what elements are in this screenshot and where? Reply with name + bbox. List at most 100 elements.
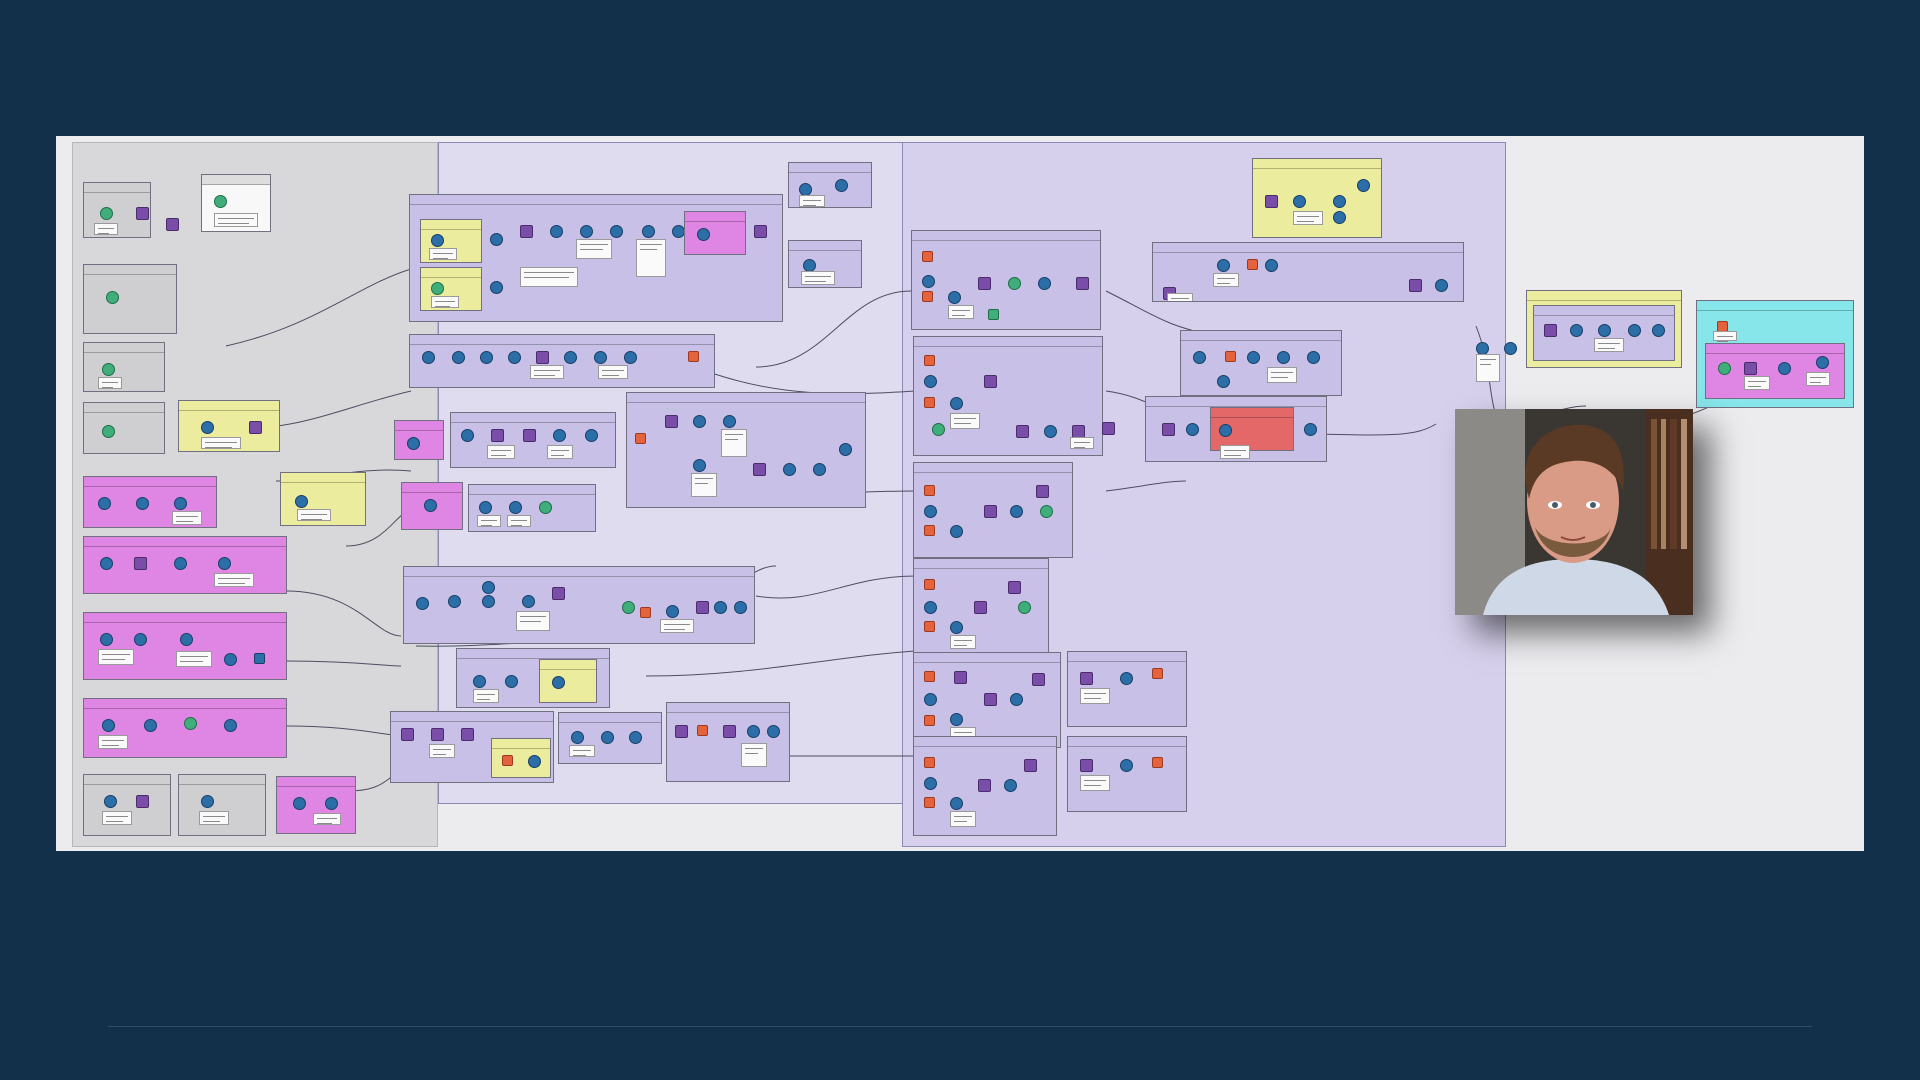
- container-lavender-14[interactable]: [1152, 242, 1464, 302]
- tool-icon[interactable]: [1032, 673, 1045, 686]
- tool-icon[interactable]: [98, 497, 111, 510]
- container-lavender-22[interactable]: [913, 736, 1057, 836]
- input-tool-icon[interactable]: [214, 195, 227, 208]
- tool-icon[interactable]: [461, 728, 474, 741]
- tool-icon[interactable]: [552, 676, 565, 689]
- tool-icon[interactable]: [950, 397, 963, 410]
- tool-icon[interactable]: [1217, 259, 1230, 272]
- tool-icon[interactable]: [479, 501, 492, 514]
- input-tool-icon[interactable]: [102, 363, 115, 376]
- container-lavender-20[interactable]: [913, 652, 1061, 748]
- container-yellow-nested-4[interactable]: [491, 738, 551, 778]
- tool-icon[interactable]: [295, 495, 308, 508]
- container-lavender-4[interactable]: [409, 334, 715, 388]
- tool-icon[interactable]: [675, 725, 688, 738]
- tool-icon[interactable]: [629, 731, 642, 744]
- tool-icon[interactable]: [1040, 505, 1053, 518]
- tool-icon[interactable]: [1018, 601, 1031, 614]
- tool-icon[interactable]: [1162, 423, 1175, 436]
- tool-icon[interactable]: [813, 463, 826, 476]
- error-tool-icon[interactable]: [640, 607, 651, 618]
- tool-icon[interactable]: [693, 459, 706, 472]
- tool-icon[interactable]: [1293, 195, 1306, 208]
- tool-icon[interactable]: [1044, 425, 1057, 438]
- tool-icon[interactable]: [100, 633, 113, 646]
- error-tool-icon[interactable]: [924, 797, 935, 808]
- container-gray-4[interactable]: [83, 402, 165, 454]
- input-tool-icon[interactable]: [100, 207, 113, 220]
- container-lavender-18[interactable]: [913, 462, 1073, 558]
- tool-icon[interactable]: [1193, 351, 1206, 364]
- tool-icon[interactable]: [424, 499, 437, 512]
- tool-icon[interactable]: [610, 225, 623, 238]
- tool-icon[interactable]: [1778, 362, 1791, 375]
- container-gray-1[interactable]: [83, 182, 151, 238]
- tool-icon[interactable]: [1247, 351, 1260, 364]
- container-lavender-9[interactable]: [456, 648, 610, 708]
- tool-icon[interactable]: [839, 443, 852, 456]
- tool-icon[interactable]: [461, 429, 474, 442]
- error-tool-icon[interactable]: [924, 355, 935, 366]
- tool-icon[interactable]: [480, 351, 493, 364]
- error-tool-icon[interactable]: [924, 715, 935, 726]
- tool-icon[interactable]: [1652, 324, 1665, 337]
- error-tool-icon[interactable]: [1247, 259, 1258, 270]
- tool-icon[interactable]: [835, 179, 848, 192]
- tool-icon[interactable]: [1544, 324, 1557, 337]
- tool-icon[interactable]: [523, 429, 536, 442]
- tool-icon[interactable]: [984, 693, 997, 706]
- container-lavender-1[interactable]: [409, 194, 783, 322]
- tool-icon[interactable]: [1076, 277, 1089, 290]
- error-tool-icon[interactable]: [697, 725, 708, 736]
- tool-icon[interactable]: [594, 351, 607, 364]
- error-tool-icon[interactable]: [1225, 351, 1236, 362]
- tool-icon[interactable]: [1120, 672, 1133, 685]
- tool-icon[interactable]: [693, 415, 706, 428]
- container-pink-4[interactable]: [83, 698, 287, 758]
- container-yellow-2[interactable]: [280, 472, 366, 526]
- tool-icon[interactable]: [924, 693, 937, 706]
- tool-icon[interactable]: [184, 717, 197, 730]
- tool-icon[interactable]: [431, 234, 444, 247]
- error-tool-icon[interactable]: [635, 433, 646, 444]
- tool-icon[interactable]: [508, 351, 521, 364]
- container-yellow-nested-3[interactable]: [539, 659, 597, 703]
- tool-icon[interactable]: [1120, 759, 1133, 772]
- input-tool-icon[interactable]: [106, 291, 119, 304]
- container-lavender-10[interactable]: [390, 711, 554, 783]
- error-tool-icon[interactable]: [924, 485, 935, 496]
- tool-icon[interactable]: [1333, 195, 1346, 208]
- browse-tool-icon[interactable]: [254, 653, 265, 664]
- container-lavender-7[interactable]: [468, 484, 596, 532]
- input-tool-icon[interactable]: [102, 425, 115, 438]
- tool-icon[interactable]: [1186, 423, 1199, 436]
- error-tool-icon[interactable]: [1152, 668, 1163, 679]
- filter-tool-icon[interactable]: [201, 421, 214, 434]
- container-yellow-4[interactable]: [1526, 290, 1682, 368]
- join-tool-icon[interactable]: [166, 218, 179, 231]
- tool-icon[interactable]: [491, 429, 504, 442]
- tool-icon[interactable]: [978, 779, 991, 792]
- tool-icon[interactable]: [422, 351, 435, 364]
- tool-icon[interactable]: [974, 601, 987, 614]
- tool-icon[interactable]: [1598, 324, 1611, 337]
- tool-icon[interactable]: [104, 795, 117, 808]
- container-yellow-3[interactable]: [1252, 158, 1382, 238]
- tool-icon[interactable]: [924, 375, 937, 388]
- error-tool-icon[interactable]: [922, 251, 933, 262]
- tool-icon[interactable]: [102, 719, 115, 732]
- container-lavender-3[interactable]: [788, 240, 862, 288]
- tool-icon[interactable]: [1010, 505, 1023, 518]
- tool-icon[interactable]: [564, 351, 577, 364]
- container-yellow-nested-1[interactable]: [420, 219, 482, 263]
- tool-icon[interactable]: [932, 423, 945, 436]
- container-lavender-11[interactable]: [558, 712, 662, 764]
- tool-icon[interactable]: [950, 713, 963, 726]
- container-lavender-nested[interactable]: [1533, 305, 1675, 361]
- tool-icon[interactable]: [1024, 759, 1037, 772]
- tool-icon[interactable]: [984, 375, 997, 388]
- error-tool-icon[interactable]: [924, 757, 935, 768]
- container-pink-5[interactable]: [276, 776, 356, 834]
- error-tool-icon[interactable]: [924, 671, 935, 682]
- container-lavender-8[interactable]: [403, 566, 755, 644]
